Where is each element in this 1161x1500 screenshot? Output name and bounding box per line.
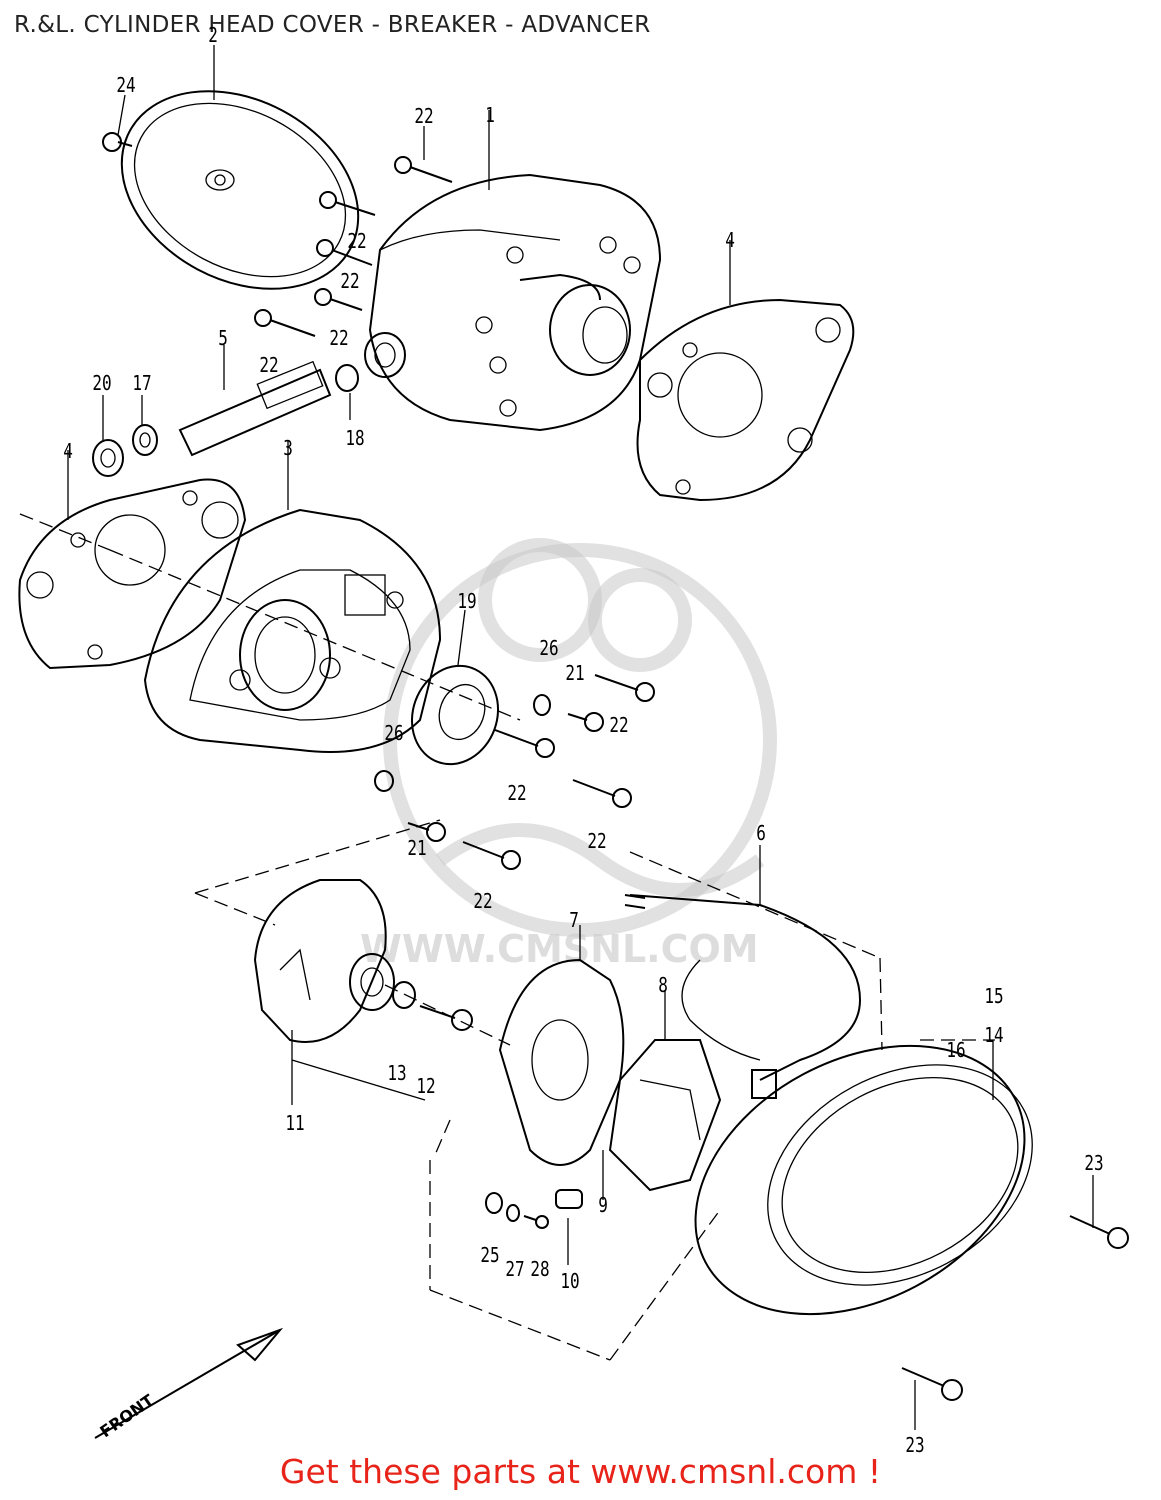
callout: 23 [1084, 1152, 1103, 1175]
leader-lines [19, 45, 1094, 1430]
callout: 8 [658, 974, 668, 997]
callout: 22 [329, 327, 348, 350]
part-7-breaker-plate [498, 958, 625, 1166]
callout: 13 [387, 1062, 406, 1085]
callout: 1 [485, 104, 495, 127]
callout: 21 [565, 662, 584, 685]
part-18-oring [335, 364, 359, 392]
callout: 21 [407, 837, 426, 860]
callout: 22 [340, 270, 359, 293]
callout: 26 [539, 637, 558, 660]
front-arrow: FRONT [94, 1327, 284, 1442]
callout: 17 [132, 372, 151, 395]
callout: 7 [569, 909, 579, 932]
callout: 22 [473, 890, 492, 913]
part-24-screw [102, 132, 133, 152]
callout: 22 [259, 354, 278, 377]
part-5-shaft [178, 360, 332, 457]
part-4-gasket-upper [636, 298, 855, 502]
part-11-advancer [253, 879, 395, 1043]
watermark-text: WWW.CMSNL.COM [360, 927, 759, 971]
part-22-bolts-upper [254, 156, 453, 337]
callout: 19 [457, 590, 476, 613]
callout: 3 [283, 437, 293, 460]
callout: 12 [416, 1075, 435, 1098]
callout: 5 [218, 327, 228, 350]
callout: 22 [347, 230, 366, 253]
part-21-22-26-fasteners [374, 674, 655, 870]
callout: 15 [984, 985, 1003, 1008]
part-23-screws [901, 1215, 1129, 1401]
part-19-seal [410, 664, 500, 766]
callout: 16 [946, 1039, 965, 1062]
part-3-breaker-housing [143, 508, 442, 753]
part-2-cover [120, 90, 360, 290]
callout: 24 [116, 74, 135, 97]
part-12-13-bolt-washer [392, 981, 473, 1031]
callout: 20 [92, 372, 111, 395]
callout: 22 [587, 830, 606, 853]
footer-link[interactable]: Get these parts at www.cmsnl.com ! [279, 1452, 882, 1491]
callout: 9 [598, 1194, 608, 1217]
callout: 10 [560, 1270, 579, 1293]
callout: 22 [609, 714, 628, 737]
part-20-bearing [92, 439, 124, 477]
callout: 11 [285, 1112, 304, 1135]
callout: 22 [507, 782, 526, 805]
front-label: FRONT [96, 1391, 157, 1442]
part-1-housing [364, 173, 662, 432]
callout: 26 [384, 722, 403, 745]
part-8-9-contact-breaker [608, 1039, 777, 1192]
callout: 2 [208, 24, 218, 47]
page-title: R.&L. CYLINDER HEAD COVER - BREAKER - AD… [14, 12, 651, 38]
callout: 23 [905, 1434, 924, 1457]
callout: 28 [530, 1258, 549, 1281]
callout: 22 [414, 105, 433, 128]
part-16-point-cover [694, 1044, 1033, 1316]
part-6-cable [624, 894, 862, 1081]
callout: 4 [725, 229, 735, 252]
callout: 4 [63, 440, 73, 463]
part-25-27-28-10-small [485, 1189, 583, 1229]
callout: 14 [984, 1024, 1003, 1047]
callout: 6 [756, 822, 766, 845]
callout: 18 [345, 427, 364, 450]
callout-labels: 24 2 22 1 22 22 22 4 22 5 20 17 18 4 3 1… [63, 24, 1103, 1457]
callout: 27 [505, 1258, 524, 1281]
part-17-washer [132, 424, 158, 456]
callout: 25 [480, 1244, 499, 1267]
watermark-logo: WWW.CMSNL.COM [360, 538, 777, 971]
part-4-gasket-lower [18, 478, 247, 670]
